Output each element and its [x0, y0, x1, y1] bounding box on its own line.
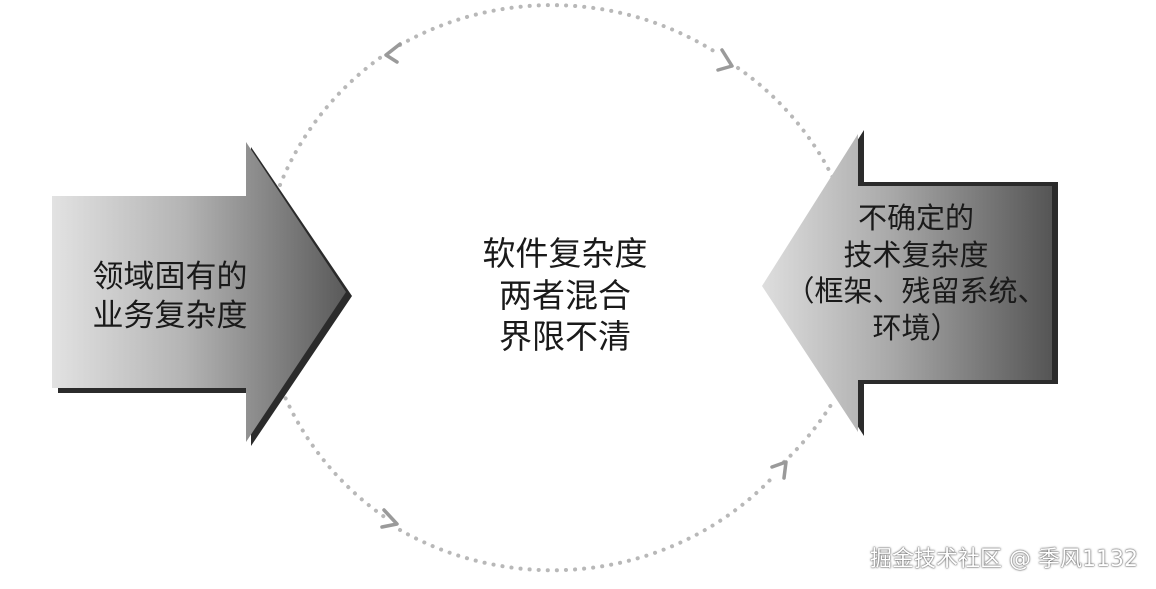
right-arrow-body: [762, 134, 1052, 432]
center-label-line: 两者混合: [499, 275, 631, 315]
right-arrow: [762, 130, 1058, 436]
left-arrow-body: [52, 142, 346, 442]
right-label-line: 技术复杂度: [843, 237, 989, 272]
left-arrow: [52, 142, 352, 446]
cycle-arrowheads: [380, 42, 788, 529]
cycle-arc-bottom-left: [280, 388, 388, 520]
cycle-arrowhead-bottom-left: [380, 508, 399, 529]
center-label: 软件复杂度 两者混合 界限不清: [440, 233, 690, 358]
cycle-arrowhead-top-left: [384, 42, 402, 64]
cycle-dotted-arcs: [278, 3, 836, 573]
watermark: 掘金技术社区 @ 季风1132: [870, 547, 1138, 572]
cycle-arc-bottom: [398, 478, 772, 573]
cycle-arc-bottom-right: [782, 398, 836, 464]
center-label-line: 界限不清: [499, 317, 631, 357]
cycle-arrowhead-bottom-right: [770, 460, 788, 480]
right-label-line: 环境）: [872, 310, 960, 345]
cycle-arc-top-left: [278, 53, 386, 187]
right-arrow-label: 不确定的 技术复杂度 （框架、残留系统、 环境）: [766, 200, 1066, 346]
right-label-line: 不确定的: [857, 201, 974, 235]
left-label-line: 领域固有的: [92, 259, 248, 295]
cycle-arc-top: [398, 3, 722, 57]
left-label-line: 业务复杂度: [92, 298, 248, 335]
cycle-arrowhead-top-right: [716, 48, 734, 72]
cycle-arc-top-right: [736, 66, 836, 182]
center-label-line: 软件复杂度: [482, 234, 648, 273]
right-label-line: （框架、残留系统、: [785, 274, 1047, 309]
left-arrow-label: 领域固有的 业务复杂度: [52, 258, 288, 336]
